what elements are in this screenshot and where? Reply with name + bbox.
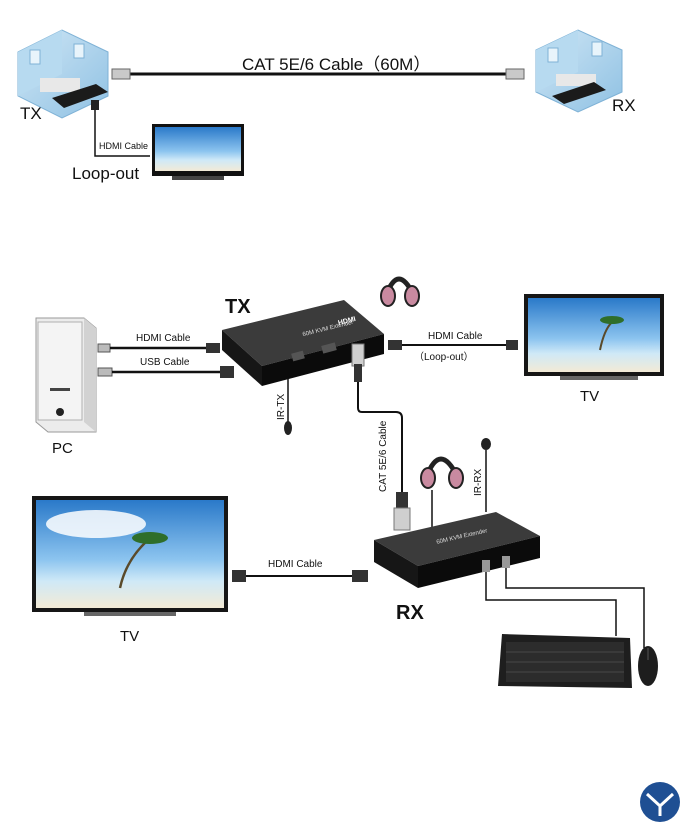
top-hdmi-label: HDMI Cable <box>99 141 149 151</box>
headphones-rx <box>420 456 464 530</box>
top-loop-label: Loop-out <box>72 164 140 183</box>
tv-left-label: TV <box>120 628 140 645</box>
brand-logo <box>640 782 680 822</box>
pc-label: PC <box>52 440 73 457</box>
top-cable-label: CAT 5E/6 Cable（60M） <box>242 55 431 74</box>
top-loop-tv <box>152 124 244 180</box>
hdmi-pc-label: HDMI Cable <box>136 333 191 344</box>
hdmi-rx-label: HDMI Cable <box>268 559 323 570</box>
pc-cables <box>97 343 234 378</box>
top-rx-label: RX <box>612 96 636 115</box>
rx-device <box>374 512 540 588</box>
tv-right-label: TV <box>580 388 600 405</box>
usb-label: USB Cable <box>140 357 190 368</box>
top-tx-label: TX <box>20 104 42 123</box>
top-cat-cable <box>111 68 525 80</box>
ir-tx-label: IR-TX <box>276 393 287 420</box>
tx-loop-hdmi-cable <box>388 340 518 350</box>
rx-hdmi-cable <box>232 570 368 582</box>
top-hdmi-cable <box>91 100 150 157</box>
pc-tower <box>35 317 97 433</box>
ir-rx-cable <box>481 438 491 512</box>
loop-out-label: （Loop-out） <box>414 352 474 363</box>
tx-room-illustration <box>17 29 109 119</box>
left-tv <box>32 496 228 616</box>
rx-room-illustration <box>535 29 623 113</box>
mouse <box>638 646 658 686</box>
cat-cable-label: CAT 5E/6 Cable <box>378 420 389 492</box>
keyboard <box>498 634 632 688</box>
rx-device-label: RX <box>396 602 424 624</box>
hdmi-loop-label: HDMI Cable <box>428 331 483 342</box>
right-tv <box>524 294 664 380</box>
ir-rx-label: IR-RX <box>473 468 484 496</box>
rx-usb-cables <box>482 556 645 648</box>
cat-cable <box>351 343 411 531</box>
headphones-tx <box>380 276 420 307</box>
ir-tx-cable <box>284 378 292 435</box>
tx-device-label: TX <box>225 296 251 318</box>
